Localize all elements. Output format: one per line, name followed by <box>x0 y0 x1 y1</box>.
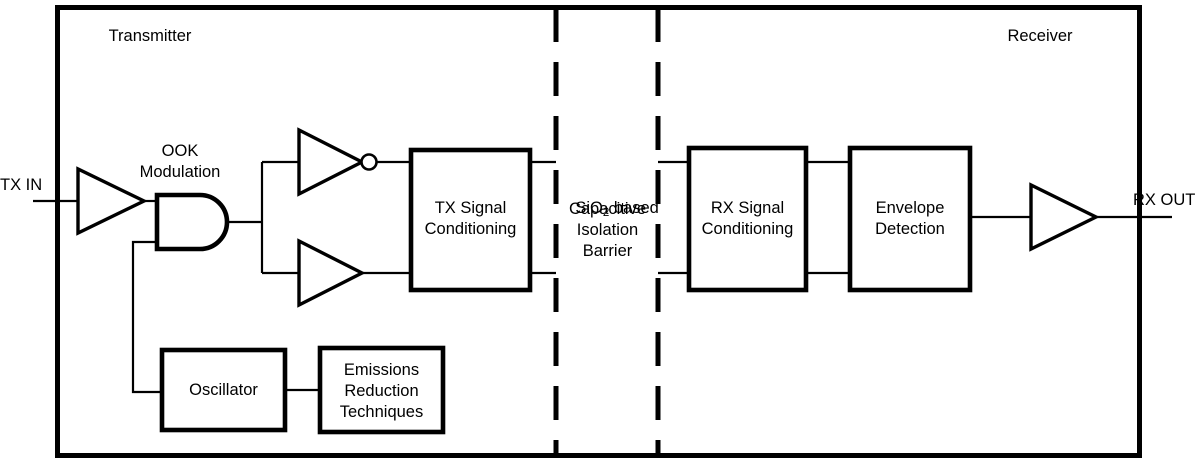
rx-signal-conditioning-block <box>686 145 809 293</box>
rx-output-buffer-icon <box>1029 182 1100 252</box>
emissions-reduction-block <box>317 345 446 435</box>
outer-boundary <box>55 5 1142 458</box>
oscillator-block <box>159 347 288 433</box>
and-gate-icon <box>154 192 230 252</box>
tx-inverter-icon <box>297 127 366 197</box>
wire-oscillator-to-and <box>131 240 162 394</box>
tx-signal-conditioning-block <box>408 147 533 293</box>
tx-input-buffer-icon <box>76 166 148 236</box>
envelope-detection-block <box>847 145 973 293</box>
tx-buffer-icon <box>297 238 366 308</box>
tx-inverter-bubble-icon <box>360 153 378 171</box>
